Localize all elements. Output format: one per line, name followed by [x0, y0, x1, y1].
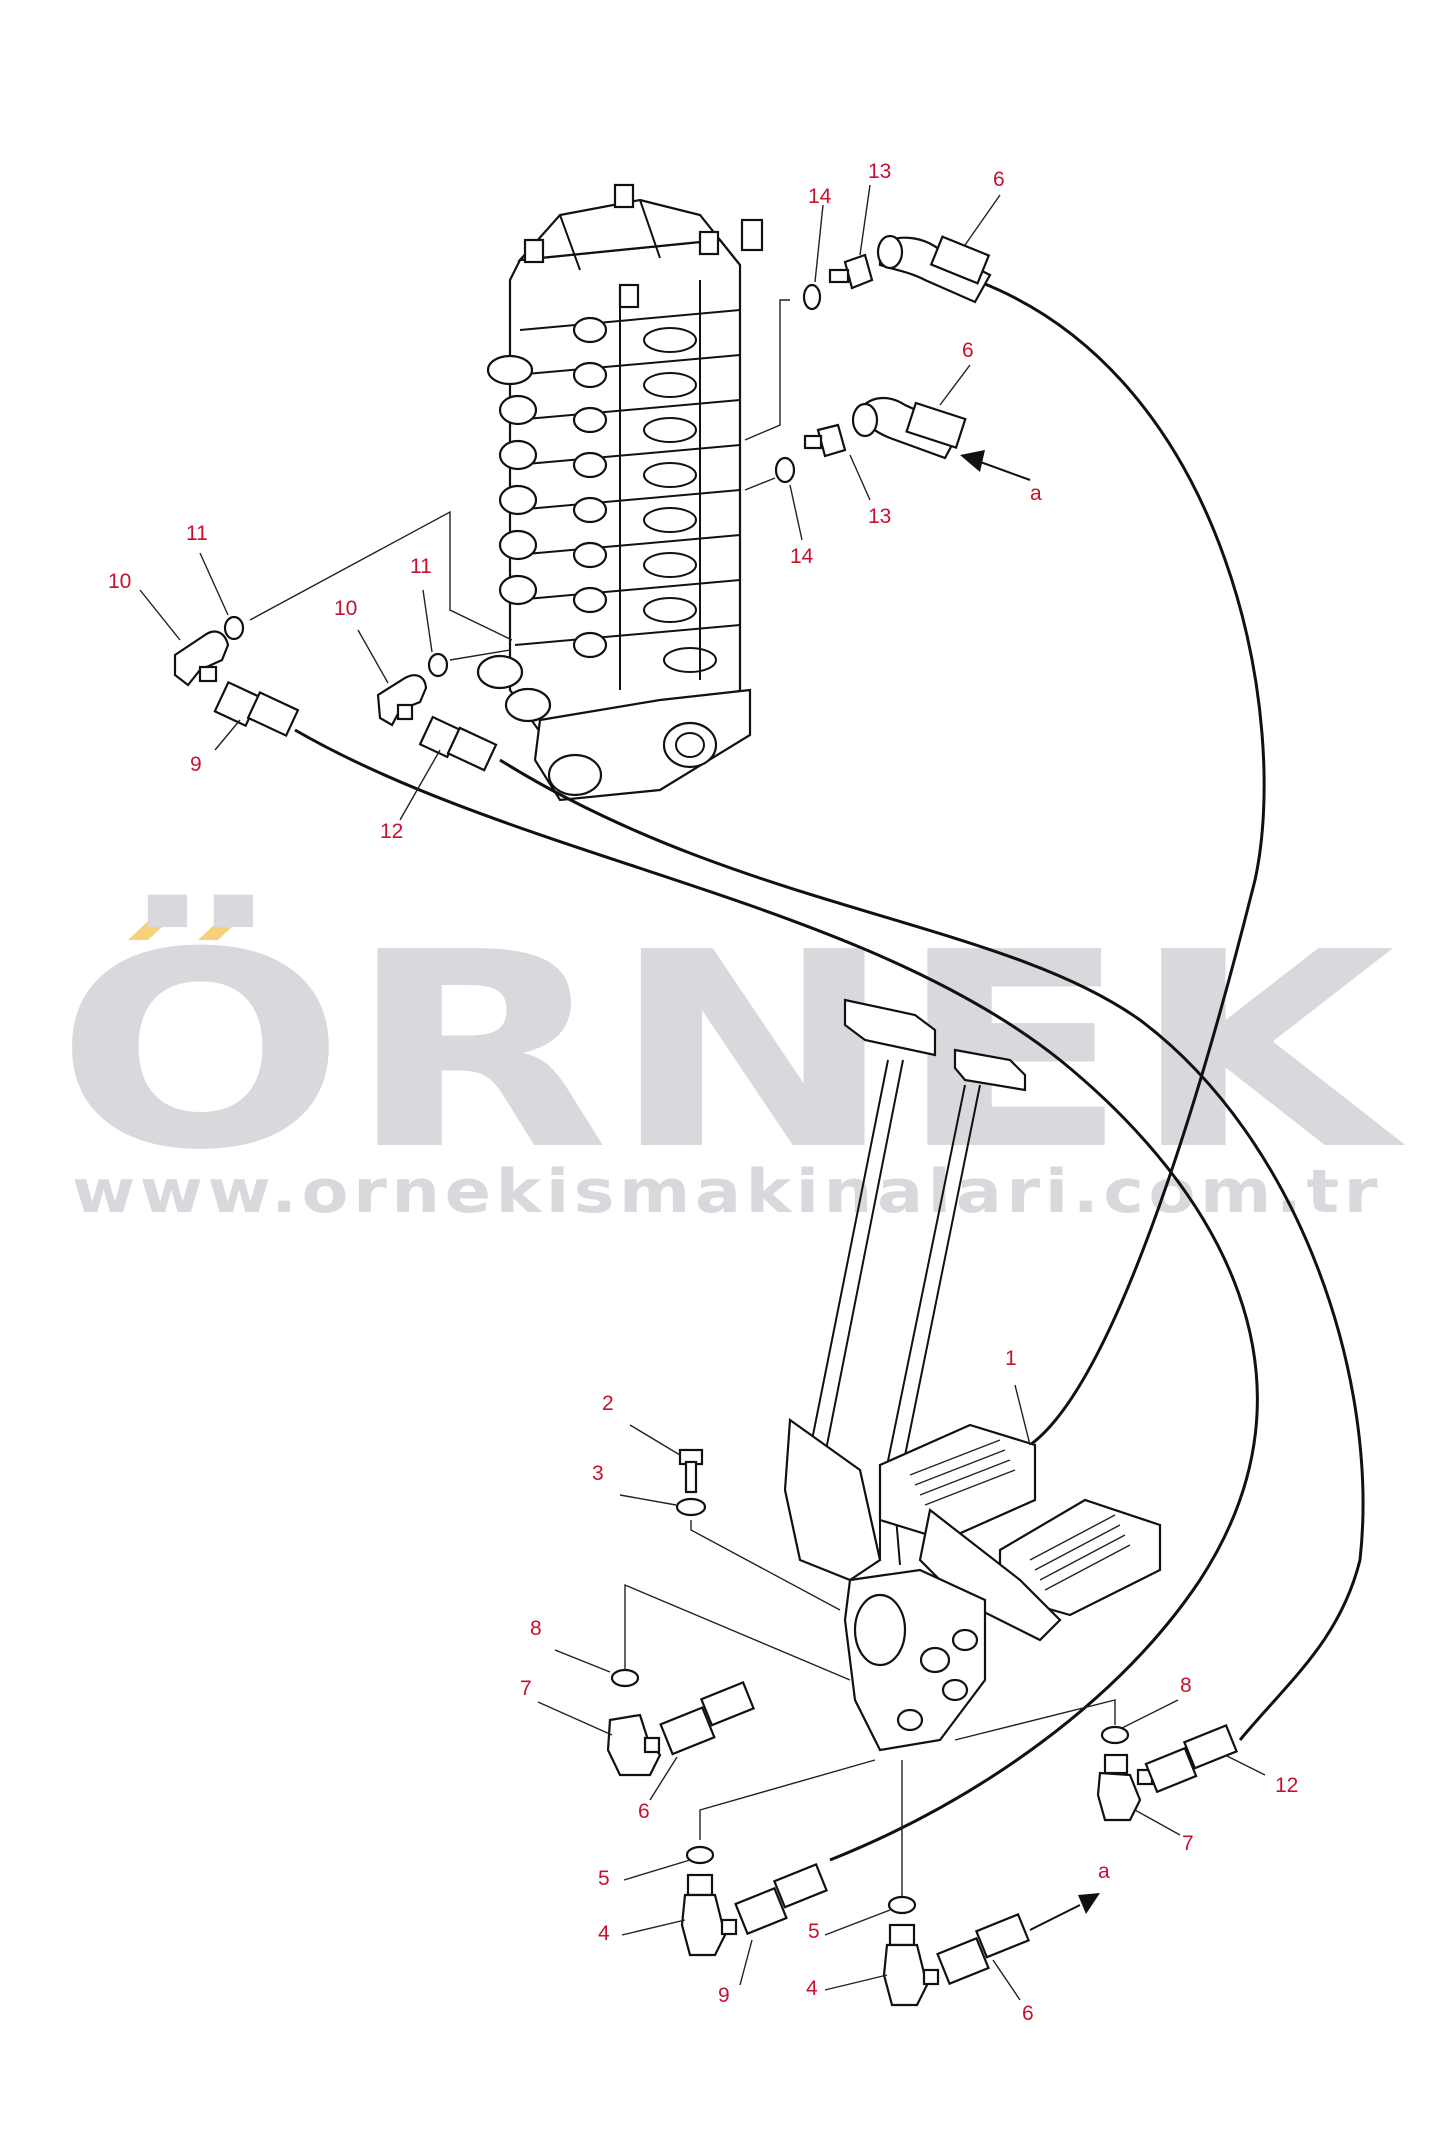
valve-sections [514, 280, 741, 690]
valve-left-ports [476, 316, 608, 723]
connector-9-bottom [734, 1862, 829, 1936]
o-ring-5-left [685, 1845, 715, 1865]
elbow-7-left [606, 1713, 662, 1777]
connector-12-right [1144, 1723, 1239, 1794]
connector-6-bottom [936, 1912, 1031, 1986]
callout-13-upper: 13 [868, 160, 891, 183]
elbow-4-right [882, 1923, 940, 2007]
hose-right-a [499, 758, 1365, 1741]
watermark: ÖRNEK www.ornekismakinalari.com.tr [55, 892, 1408, 1227]
callout-2: 2 [602, 1392, 614, 1415]
callout-11-left: 11 [186, 522, 208, 545]
callout-5-left: 5 [598, 1867, 610, 1890]
o-ring-14-lower [774, 456, 796, 484]
callout-14-lower: 14 [790, 545, 814, 568]
callout-10-middle: 10 [334, 597, 357, 620]
callout-7-left: 7 [520, 1677, 532, 1700]
bolt-2 [678, 1448, 704, 1494]
watermark-accent-left [128, 910, 180, 940]
watermark-url: www.ornekismakinalari.com.tr [72, 1157, 1382, 1227]
pedal-right [998, 1498, 1162, 1617]
pilot-valve-body [843, 1568, 987, 1752]
callout-10-left: 10 [108, 570, 131, 593]
o-ring-8-right [1100, 1725, 1130, 1745]
o-ring-14-upper [802, 283, 822, 311]
hose-end-6-lower [851, 397, 967, 460]
callout-1: 1 [1005, 1347, 1017, 1370]
watermark-brand: ÖRNEK [55, 892, 1408, 1209]
callout-labels: 1 2 3 8 7 6 5 4 9 5 4 6 a 8 7 12 9 11 10… [108, 160, 1298, 2025]
callout-11-middle: 11 [410, 555, 432, 578]
callout-6-upper: 6 [993, 168, 1005, 191]
callout-a-top: a [1030, 482, 1042, 505]
callout-leaders [139, 184, 1266, 2001]
o-ring-5-right [887, 1895, 917, 1915]
pedal-left [878, 1423, 1037, 1542]
callout-4-left: 4 [598, 1922, 610, 1945]
callout-4-right: 4 [806, 1977, 818, 2000]
valve-right-bosses [643, 327, 717, 673]
elbow-7-right [1096, 1753, 1154, 1822]
control-valve [476, 183, 764, 802]
fittings-top-right [744, 234, 1031, 491]
washer-3 [675, 1497, 707, 1517]
fittings-bottom [606, 1668, 1239, 2007]
callout-12-upper: 12 [380, 820, 403, 843]
adapter-13-lower [803, 423, 847, 458]
elbow-10-left [173, 630, 230, 687]
o-ring-11-middle [427, 652, 449, 678]
o-ring-11-left [223, 615, 245, 641]
elbow-4-left [680, 1873, 738, 1957]
callout-6-middle: 6 [962, 339, 974, 362]
callout-3: 3 [592, 1462, 604, 1485]
elbow-10-middle [376, 674, 428, 727]
arrow-a-top [960, 450, 1031, 481]
callout-14-upper: 14 [808, 185, 832, 208]
callout-13-lower: 13 [868, 505, 891, 528]
callout-6-bottom: 6 [1022, 2002, 1034, 2025]
pedal-assembly [624, 998, 1162, 1900]
callout-8-right: 8 [1180, 1674, 1192, 1697]
callout-7-right: 7 [1182, 1832, 1194, 1855]
watermark-accent-right [198, 910, 250, 940]
connector-12-upper [418, 715, 498, 772]
callout-a-bottom: a [1098, 1860, 1110, 1883]
hoses [294, 280, 1365, 1862]
callout-6-left: 6 [638, 1800, 650, 1823]
fittings-left [173, 510, 513, 772]
connector-6-left [659, 1680, 756, 1756]
connector-9 [213, 680, 300, 738]
hose-end-6-upper [876, 234, 992, 304]
o-ring-8-left [610, 1668, 640, 1688]
callout-5-right: 5 [808, 1920, 820, 1943]
callout-9-bottom: 9 [718, 1984, 730, 2007]
hose-left-9 [294, 728, 1259, 1862]
hose-top-to-pedal [979, 280, 1266, 1447]
arrow-a-bottom [1029, 1893, 1100, 1931]
callout-9-left: 9 [190, 753, 202, 776]
callout-8-left: 8 [530, 1617, 542, 1640]
adapter-13-upper [828, 253, 874, 290]
callout-12-right: 12 [1275, 1774, 1298, 1797]
